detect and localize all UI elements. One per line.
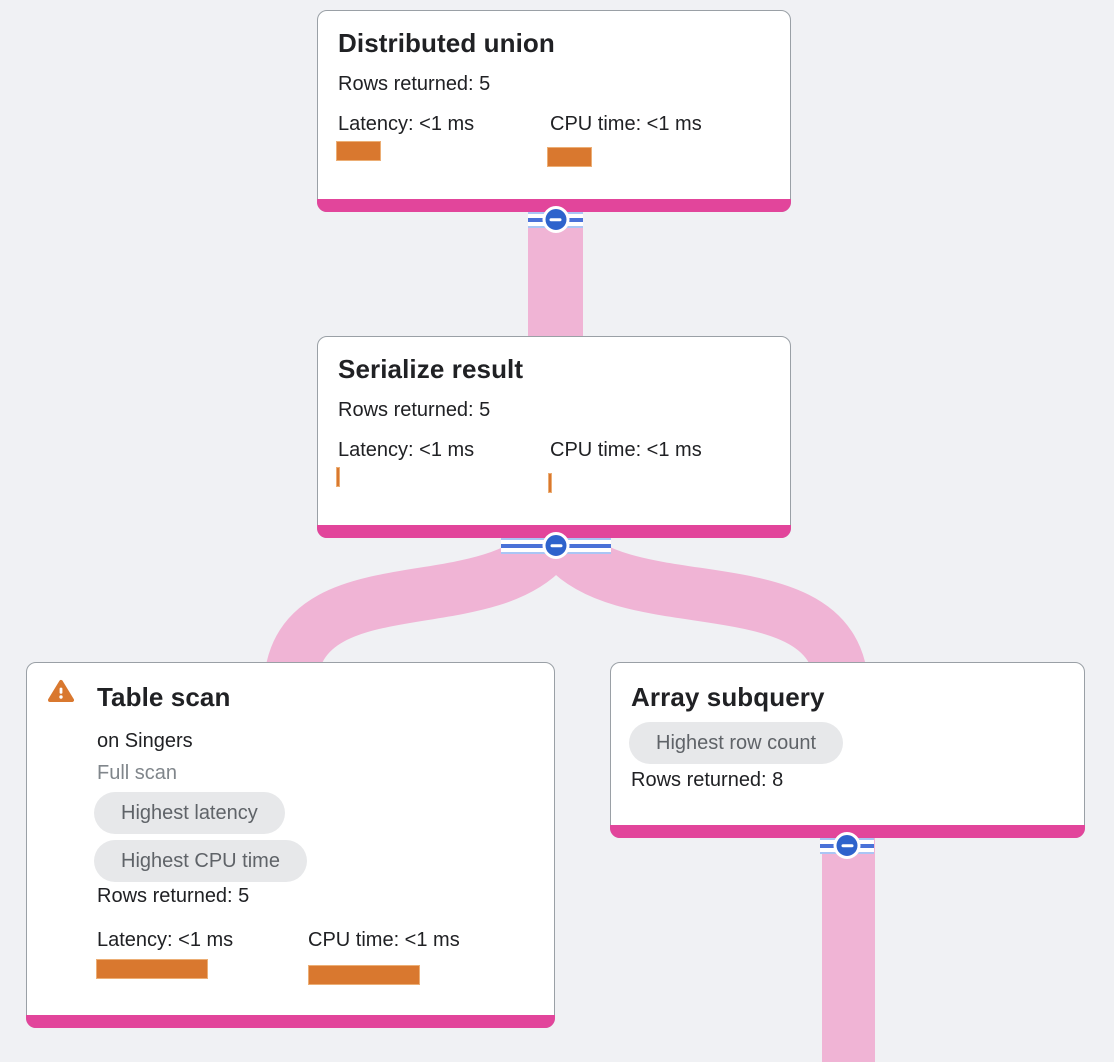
badge-highest-row-count: Highest row count (629, 722, 844, 764)
scan-type-label: Full scan (97, 762, 178, 784)
node-table-scan[interactable]: Table scan on Singers Full scan Highest … (26, 662, 555, 1028)
cpu-time-bar (308, 965, 420, 985)
rows-returned: Rows returned: 8 (631, 769, 784, 791)
cpu-time-label: CPU time: <1 ms (308, 929, 460, 951)
rows-returned: Rows returned: 5 (338, 73, 491, 95)
latency-bar (96, 959, 208, 979)
node-subtitle: on Singers (97, 730, 193, 752)
node-title: Distributed union (338, 28, 555, 58)
minus-icon (542, 532, 570, 559)
badge-highest-cpu-time: Highest CPU time (94, 840, 307, 882)
cpu-time-bar (547, 147, 592, 167)
cpu-time-label: CPU time: <1 ms (550, 113, 702, 135)
node-accent-bar (610, 825, 1085, 838)
rows-returned: Rows returned: 5 (338, 399, 491, 421)
node-serialize-result[interactable]: Serialize result Rows returned: 5 Latenc… (317, 336, 791, 538)
cpu-time-bar (548, 473, 552, 493)
node-title: Array subquery (631, 682, 825, 712)
node-title: Serialize result (338, 354, 524, 384)
collapse-button-array-subquery[interactable] (820, 832, 874, 859)
minus-icon (833, 832, 861, 859)
node-distributed-union[interactable]: Distributed union Rows returned: 5 Laten… (317, 10, 791, 212)
rows-returned: Rows returned: 5 (97, 885, 250, 907)
cpu-time-label: CPU time: <1 ms (550, 439, 702, 461)
node-accent-bar (317, 199, 791, 212)
node-title: Table scan (97, 682, 231, 712)
edge-serialize-result-table-scan (263, 529, 565, 694)
node-accent-bar (26, 1015, 555, 1028)
node-array-subquery[interactable]: Array subquery Highest row count Rows re… (610, 662, 1085, 838)
minus-icon (542, 206, 569, 233)
latency-label: Latency: <1 ms (338, 439, 475, 461)
edge-serialize-result-array-subquery (547, 529, 869, 694)
latency-label: Latency: <1 ms (338, 113, 475, 135)
collapse-button-distributed-union[interactable] (528, 206, 583, 233)
latency-bar (336, 467, 340, 487)
warning-icon (48, 680, 74, 702)
badge-highest-latency: Highest latency (94, 792, 285, 834)
latency-label: Latency: <1 ms (97, 929, 234, 951)
latency-bar (336, 141, 381, 161)
node-accent-bar (317, 525, 791, 538)
edge-array-subquery-child (822, 836, 875, 1062)
collapse-button-serialize-result[interactable] (501, 532, 611, 559)
